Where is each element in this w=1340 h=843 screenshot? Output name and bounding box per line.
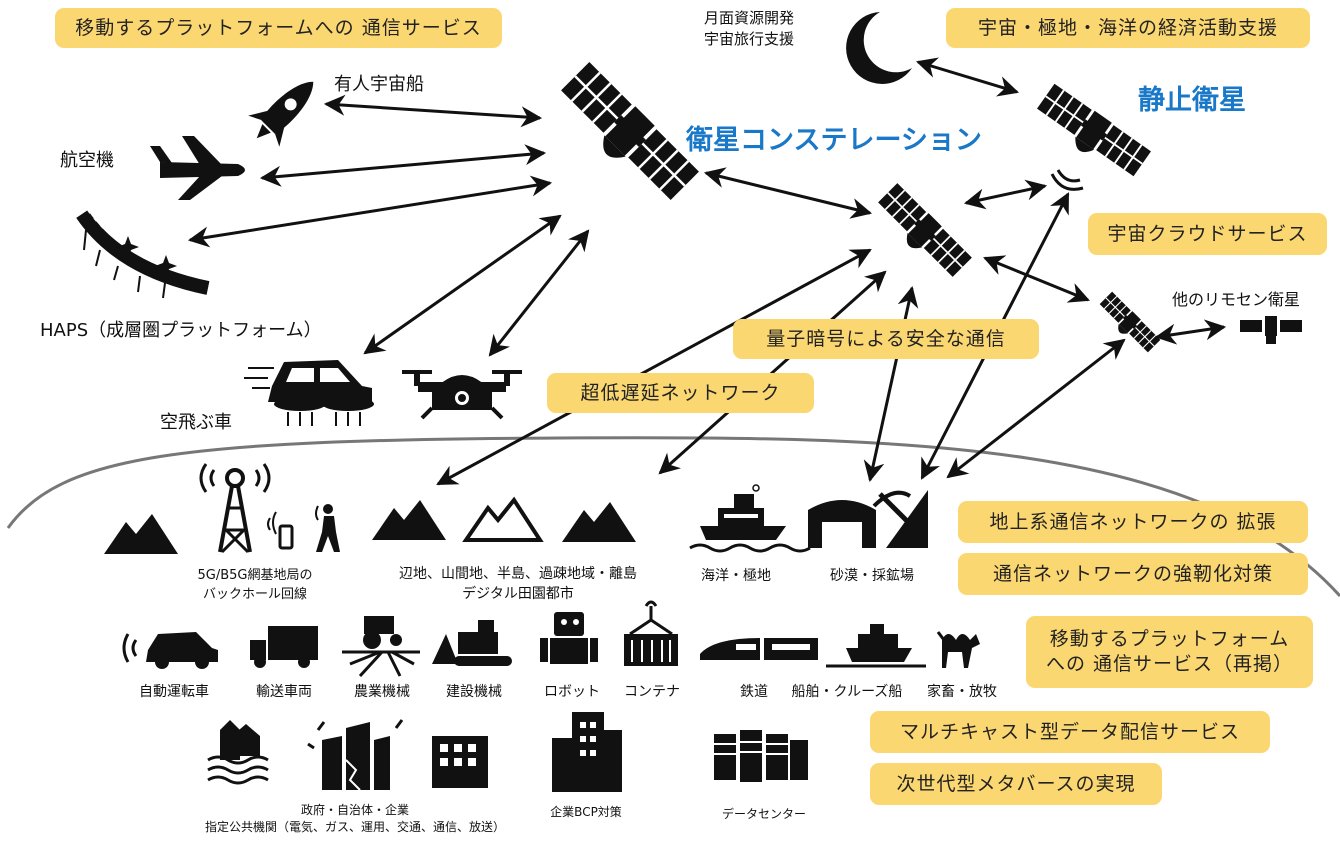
skyscraper-icon — [552, 712, 622, 792]
flood-icon — [207, 720, 269, 785]
signal-icon — [1050, 169, 1084, 191]
aircraft-label: 航空機 — [60, 150, 114, 171]
haps-icon — [76, 209, 210, 299]
quantum-box: 量子暗号による安全な通信 — [733, 319, 1039, 359]
terrestrial-expansion-box: 地上系通信ネットワークの 拡張 — [958, 501, 1308, 543]
constellation-satellite-mid-icon — [870, 181, 974, 285]
container-icon — [624, 600, 678, 666]
robot-label: ロボット — [544, 684, 600, 700]
constellation-title: 衛星コンステレーション — [686, 125, 982, 156]
remote-sensing-satellite-icon — [1240, 316, 1302, 344]
resilience-box: 通信ネットワークの強靭化対策 — [958, 553, 1308, 595]
moon-icon — [846, 12, 912, 84]
space-economy-box: 宇宙・極地・海洋の経済活動支援 — [946, 8, 1310, 48]
space-cloud-box: 宇宙クラウドサービス — [1088, 213, 1327, 255]
earthquake-icon — [307, 719, 404, 791]
railway-label: 鉄道 — [740, 684, 768, 700]
metaverse-box: 次世代型メタバースの実現 — [870, 763, 1162, 805]
office-building-icon — [432, 736, 488, 788]
backhaul-label: 5G/B5G網基地局のバックホール回線 — [197, 568, 313, 602]
mobile-platform-box: 移動するプラットフォームへの 通信サービス — [55, 8, 502, 48]
mountain-icon — [104, 514, 178, 554]
tower-icon — [199, 463, 271, 554]
datacenter-label: データセンター — [721, 807, 806, 821]
truck-icon — [250, 626, 318, 668]
ocean-label: 海洋・極地 — [701, 568, 771, 584]
drone-icon — [402, 370, 522, 420]
small-satellite-icon — [1095, 290, 1162, 357]
phone-icon — [267, 511, 294, 550]
container-label: コンテナ — [624, 684, 680, 700]
mine-icon — [808, 490, 928, 548]
airplane-icon — [150, 136, 245, 200]
haps-label: HAPS（成層圏プラットフォーム） — [40, 320, 322, 341]
flying-car-label: 空飛ぶ車 — [160, 412, 232, 433]
mobile-repost-box: 移動するプラットフォームへの 通信サービス（再掲） — [1026, 616, 1313, 688]
bcp-label: 企業BCP対策 — [550, 805, 622, 819]
robot-icon — [540, 612, 598, 664]
desert-label: 砂漠・採鉱場 — [830, 568, 914, 584]
car-icon — [122, 632, 218, 669]
manned-spacecraft-label: 有人宇宙船 — [334, 74, 424, 95]
geo-satellite-title: 静止衛星 — [1138, 85, 1246, 116]
multicast-box: マルチキャスト型データ配信サービス — [870, 711, 1270, 753]
datacenter-icon — [714, 730, 808, 782]
geo-satellite-icon — [1030, 82, 1153, 186]
livestock-label: 家畜・放牧 — [927, 684, 997, 700]
camel-icon — [936, 631, 980, 668]
train-icon — [700, 638, 818, 660]
tractor-icon — [342, 616, 420, 678]
rocket-icon — [248, 81, 314, 147]
government-label: 政府・自治体・企業指定公共機関（電気、ガス、運用、交通、通信、放送） — [204, 803, 505, 835]
person-icon — [315, 504, 340, 552]
agri-label: 農業機械 — [354, 684, 410, 700]
ship-icon — [689, 484, 811, 553]
transport-label: 輸送車両 — [256, 684, 312, 700]
mountains-icon — [372, 496, 636, 542]
bulldozer-icon — [432, 620, 512, 666]
flying-car-icon — [244, 360, 374, 426]
remote-areas-label: 辺地、山間地、半島、過疎地域・離島デジタル田園都市 — [399, 566, 637, 603]
ship-label: 船舶・クルーズ船 — [791, 684, 903, 700]
constellation-satellite-large-icon — [550, 59, 702, 211]
construction-label: 建設機械 — [446, 684, 502, 700]
remote-sensing-label: 他のリモセン衛星 — [1172, 290, 1301, 309]
cruise-ship-icon — [826, 624, 926, 668]
low-latency-box: 超低遅延ネットワーク — [547, 373, 814, 413]
autonomous-car-label: 自動運転車 — [139, 684, 209, 700]
moon-label: 月面資源開発宇宙旅行支援 — [704, 9, 795, 48]
